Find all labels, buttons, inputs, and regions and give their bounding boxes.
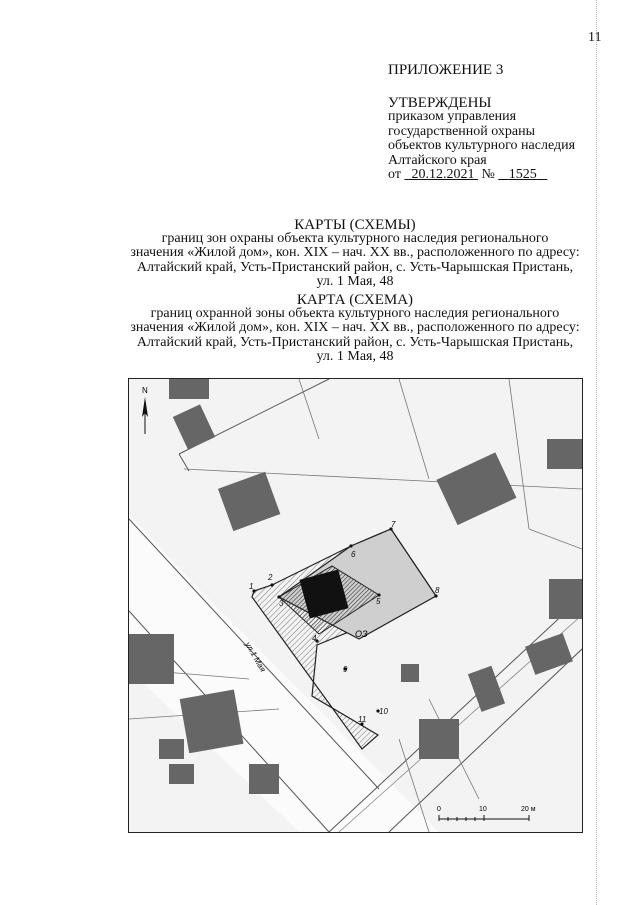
maps-heading: КАРТЫ (СХЕМЫ) xyxy=(294,217,416,233)
maps-title-line-1: границ зон охраны объекта культурного на… xyxy=(161,231,549,247)
boundary-line xyxy=(178,453,190,472)
building xyxy=(172,404,216,450)
map-title-line-1: границ охранной зоны объекта культурного… xyxy=(150,306,560,322)
road-edge xyxy=(328,596,583,833)
building xyxy=(217,471,281,532)
number-sign: № xyxy=(477,167,499,182)
boundary-line xyxy=(183,468,583,490)
point-label: 1 xyxy=(249,582,253,591)
building xyxy=(467,665,506,712)
date-prefix: от xyxy=(388,167,405,182)
maps-title-line-4: ул. 1 Мая, 48 xyxy=(316,273,394,289)
boundary-line xyxy=(508,378,530,530)
maps-title-line-2: значения «Жилой дом», кон. XIX – нач. XX… xyxy=(130,245,580,261)
building xyxy=(419,719,459,759)
point-label: 7 xyxy=(391,520,396,529)
zone-label: ОЗ xyxy=(355,629,368,639)
scale-tick-10: 10 xyxy=(479,806,487,813)
approval-date-line: от 20.12.2021 № 1525 xyxy=(388,167,575,183)
building xyxy=(249,764,279,794)
maps-title-block: КАРТЫ (СХЕМЫ) границ зон охраны объекта … xyxy=(60,217,640,289)
building xyxy=(169,379,209,399)
point-label: 9 xyxy=(343,665,348,674)
boundary-points: 1 2 3 4 5 6 7 8 9 10 11 xyxy=(249,520,440,726)
boundary-line xyxy=(398,378,430,480)
map-title-line-3: Алтайский край, Усть-Пристанский район, … xyxy=(136,334,574,350)
building xyxy=(436,452,517,526)
point-label: 2 xyxy=(267,573,273,582)
page-edge xyxy=(596,0,598,905)
map-heading: КАРТА (СХЕМА) xyxy=(296,292,414,308)
scale-bar: 0 10 20 м xyxy=(437,806,536,821)
boundary-line xyxy=(298,378,320,440)
order-date: 20.12.2021 xyxy=(411,167,475,182)
scale-tick-20: 20 м xyxy=(521,806,536,813)
boundary-line xyxy=(398,738,430,833)
building xyxy=(549,579,582,619)
order-number: 1525 xyxy=(508,167,537,182)
approval-block: приказом управления государственной охра… xyxy=(388,109,576,183)
north-arrow-icon: N xyxy=(142,386,148,434)
appendix-label: ПРИЛОЖЕНИЕ 3 xyxy=(388,62,504,78)
street-edge xyxy=(128,518,380,790)
point-label: 3 xyxy=(279,599,284,608)
cadastral-map: 1 2 3 4 5 6 7 8 9 10 11 ОЗ ул.1 Мая N xyxy=(128,378,583,833)
boundary-line xyxy=(528,528,583,550)
building xyxy=(401,664,419,682)
building xyxy=(547,439,582,469)
map-title-line-4: ул. 1 Мая, 48 xyxy=(316,348,394,364)
approval-line-4: Алтайского края xyxy=(388,152,487,168)
point-label: 4 xyxy=(312,634,317,643)
road-edge xyxy=(388,648,583,833)
map-title-block: КАРТА (СХЕМА) границ охранной зоны объек… xyxy=(60,292,640,364)
point-label: 6 xyxy=(351,550,356,559)
approval-line-2: государственной охраны xyxy=(388,123,536,139)
building xyxy=(179,689,244,754)
point-label: 11 xyxy=(358,715,366,724)
building xyxy=(159,739,184,759)
point-label: 5 xyxy=(376,597,381,606)
map-title-line-2: значения «Жилой дом», кон. XIX – нач. XX… xyxy=(130,320,580,336)
approval-line-1: приказом управления xyxy=(388,109,517,124)
approved-label: УТВЕРЖДЕНЫ xyxy=(388,95,492,111)
building xyxy=(525,633,573,675)
point-label: 8 xyxy=(435,586,440,595)
maps-title-line-3: Алтайский край, Усть-Пристанский район, … xyxy=(136,259,574,275)
scale-tick-0: 0 xyxy=(437,806,441,813)
heritage-building xyxy=(299,569,349,619)
point-label: 10 xyxy=(379,707,388,716)
building xyxy=(129,634,174,684)
street-area xyxy=(129,514,439,832)
approval-line-3: объектов культурного наследия xyxy=(388,138,576,153)
north-label: N xyxy=(142,386,148,395)
page-number: 11 xyxy=(588,30,602,45)
building xyxy=(169,764,194,784)
